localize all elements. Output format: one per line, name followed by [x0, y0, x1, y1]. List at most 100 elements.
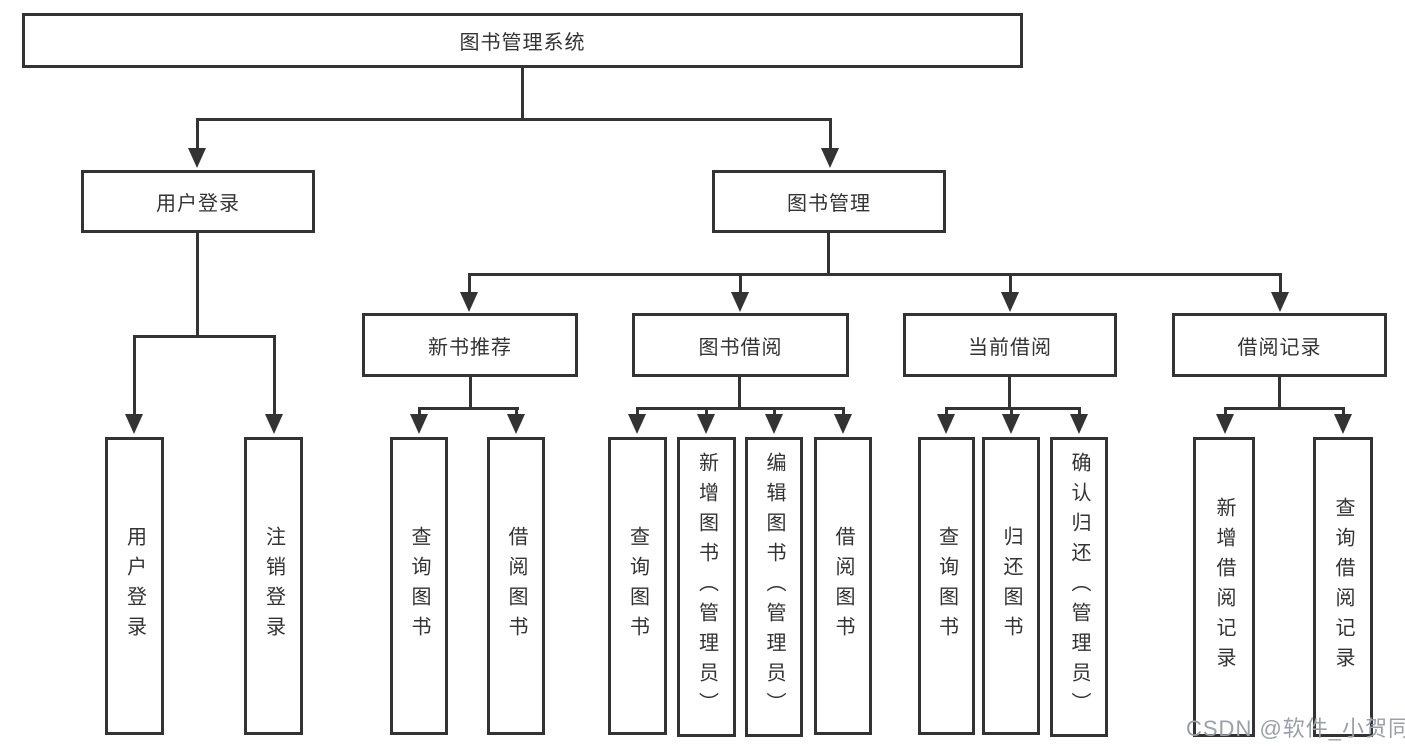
arrow-head-icon [1002, 414, 1020, 434]
arrow-shaft [841, 407, 845, 414]
connector-line [738, 377, 741, 410]
arrow-head-icon [460, 292, 478, 312]
arrow-head-icon [697, 414, 715, 434]
leaf-user-login: 用户登录 [105, 437, 164, 735]
arrow-head-icon [821, 148, 839, 168]
node-root-system: 图书管理系统 [22, 13, 1023, 68]
down-arrow [834, 407, 852, 434]
arrow-shaft [272, 335, 276, 414]
leaf-current-query-books-label: 查询图书 [935, 526, 958, 646]
down-arrow [765, 407, 783, 434]
down-arrow [821, 118, 839, 168]
leaf-logout: 注销登录 [244, 437, 303, 735]
arrow-shaft [1077, 407, 1081, 414]
arrow-shaft [772, 407, 776, 414]
connector-line [636, 407, 845, 410]
down-arrow [507, 407, 525, 434]
arrow-shaft [417, 407, 421, 414]
down-arrow [1002, 407, 1020, 434]
down-arrow [697, 407, 715, 434]
leaf-records-query-record: 查询借阅记录 [1313, 437, 1373, 737]
leaf-current-return-books: 归还图书 [982, 437, 1040, 735]
arrow-head-icon [1271, 292, 1289, 312]
down-arrow [937, 407, 955, 434]
leaf-current-query-books: 查询图书 [918, 437, 975, 735]
down-arrow [1334, 407, 1352, 434]
connector-line [133, 335, 276, 338]
leaf-newbook-borrow-books: 借阅图书 [487, 437, 545, 735]
leaf-borrow-add-books-admin-label: 新增图书（管理员） [695, 452, 718, 722]
leaf-borrow-edit-books-admin: 编辑图书（管理员） [745, 437, 803, 737]
arrow-shaft [514, 407, 518, 414]
leaf-borrow-edit-books-admin-label: 编辑图书（管理员） [763, 452, 785, 722]
connector-line [1008, 377, 1011, 410]
connector-line [945, 407, 1081, 410]
arrow-shaft [828, 118, 832, 148]
node-user-login: 用户登录 [81, 170, 315, 233]
arrow-head-icon [1070, 414, 1088, 434]
arrow-head-icon [731, 292, 749, 312]
leaf-borrow-query-books: 查询图书 [608, 437, 667, 735]
leaf-user-login-label: 用户登录 [123, 526, 146, 646]
connector-line [196, 118, 832, 121]
arrow-shaft [1341, 407, 1345, 414]
arrow-head-icon [1216, 414, 1234, 434]
arrow-shaft [1009, 407, 1013, 414]
down-arrow [265, 335, 283, 434]
leaf-borrow-add-books-admin: 新增图书（管理员） [677, 437, 736, 737]
arrow-shaft [132, 335, 136, 414]
node-current-borrow-label: 当前借阅 [968, 336, 1052, 359]
arrow-head-icon [628, 414, 646, 434]
node-book-management: 图书管理 [712, 170, 946, 233]
down-arrow [460, 273, 478, 312]
leaf-records-add-record-label: 新增借阅记录 [1213, 497, 1235, 677]
arrow-head-icon [125, 414, 143, 434]
node-root-label: 图书管理系统 [459, 32, 586, 54]
node-user-login-label: 用户登录 [156, 193, 240, 215]
connector-line [468, 273, 1282, 276]
connector-line [827, 233, 830, 276]
down-arrow [188, 118, 206, 168]
leaf-current-return-books-label: 归还图书 [1000, 526, 1022, 646]
arrow-shaft [704, 407, 708, 414]
node-new-book-recommend-label: 新书推荐 [428, 336, 512, 359]
leaf-borrow-borrow-books: 借阅图书 [814, 437, 872, 735]
leaf-logout-label: 注销登录 [262, 526, 285, 646]
arrow-shaft [944, 407, 948, 414]
leaf-current-confirm-return-admin: 确认归还（管理员） [1050, 437, 1108, 737]
connector-line [196, 232, 199, 338]
arrow-shaft [1223, 407, 1227, 414]
arrow-shaft [635, 407, 639, 414]
node-new-book-recommend: 新书推荐 [362, 313, 578, 377]
node-book-borrow: 图书借阅 [632, 313, 849, 377]
down-arrow [410, 407, 428, 434]
down-arrow [125, 335, 143, 434]
leaf-newbook-borrow-books-label: 借阅图书 [505, 526, 527, 646]
leaf-newbook-query-books: 查询图书 [390, 437, 448, 735]
arrow-head-icon [1334, 414, 1352, 434]
connector-line [418, 407, 519, 410]
arrow-shaft [467, 273, 471, 292]
arrow-shaft [1008, 273, 1012, 292]
leaf-borrow-query-books-label: 查询图书 [626, 526, 649, 646]
down-arrow [1216, 407, 1234, 434]
leaf-borrow-borrow-books-label: 借阅图书 [832, 526, 854, 646]
connector-line [469, 377, 472, 410]
arrow-shaft [738, 273, 742, 292]
arrow-shaft [1278, 273, 1282, 292]
arrow-shaft [195, 118, 199, 148]
leaf-newbook-query-books-label: 查询图书 [408, 526, 430, 646]
node-book-management-label: 图书管理 [787, 193, 871, 215]
connector-line [1278, 377, 1281, 410]
node-borrow-records: 借阅记录 [1172, 313, 1387, 377]
leaf-records-add-record: 新增借阅记录 [1193, 437, 1255, 737]
down-arrow [1001, 273, 1019, 312]
connector-line [1224, 407, 1345, 410]
arrow-head-icon [265, 414, 283, 434]
arrow-head-icon [1001, 292, 1019, 312]
arrow-head-icon [765, 414, 783, 434]
down-arrow [1070, 407, 1088, 434]
leaf-current-confirm-return-admin-label: 确认归还（管理员） [1068, 452, 1090, 722]
node-book-borrow-label: 图书借阅 [698, 336, 783, 359]
